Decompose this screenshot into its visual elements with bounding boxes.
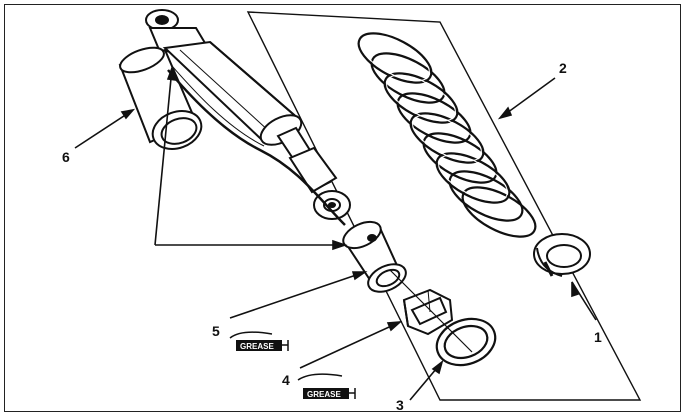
lower-collar xyxy=(342,220,407,293)
callout-2: 2 xyxy=(559,60,567,76)
spring-retainer xyxy=(533,233,591,277)
callout-5: 5 xyxy=(212,323,220,339)
callout-4: 4 xyxy=(282,372,290,388)
washer xyxy=(435,317,497,367)
callout-1: 1 xyxy=(594,329,602,345)
spring-seat-clip xyxy=(402,288,454,336)
leader-lines xyxy=(74,65,597,401)
callout-3: 3 xyxy=(396,397,404,413)
grease-tag-upper: GREASE xyxy=(229,331,289,351)
coil-spring xyxy=(357,32,537,238)
grease-tag-lower: GREASE xyxy=(297,373,356,399)
grease-label-lower: GREASE xyxy=(307,390,341,399)
callout-6: 6 xyxy=(62,149,70,165)
grease-label-upper: GREASE xyxy=(240,342,274,351)
